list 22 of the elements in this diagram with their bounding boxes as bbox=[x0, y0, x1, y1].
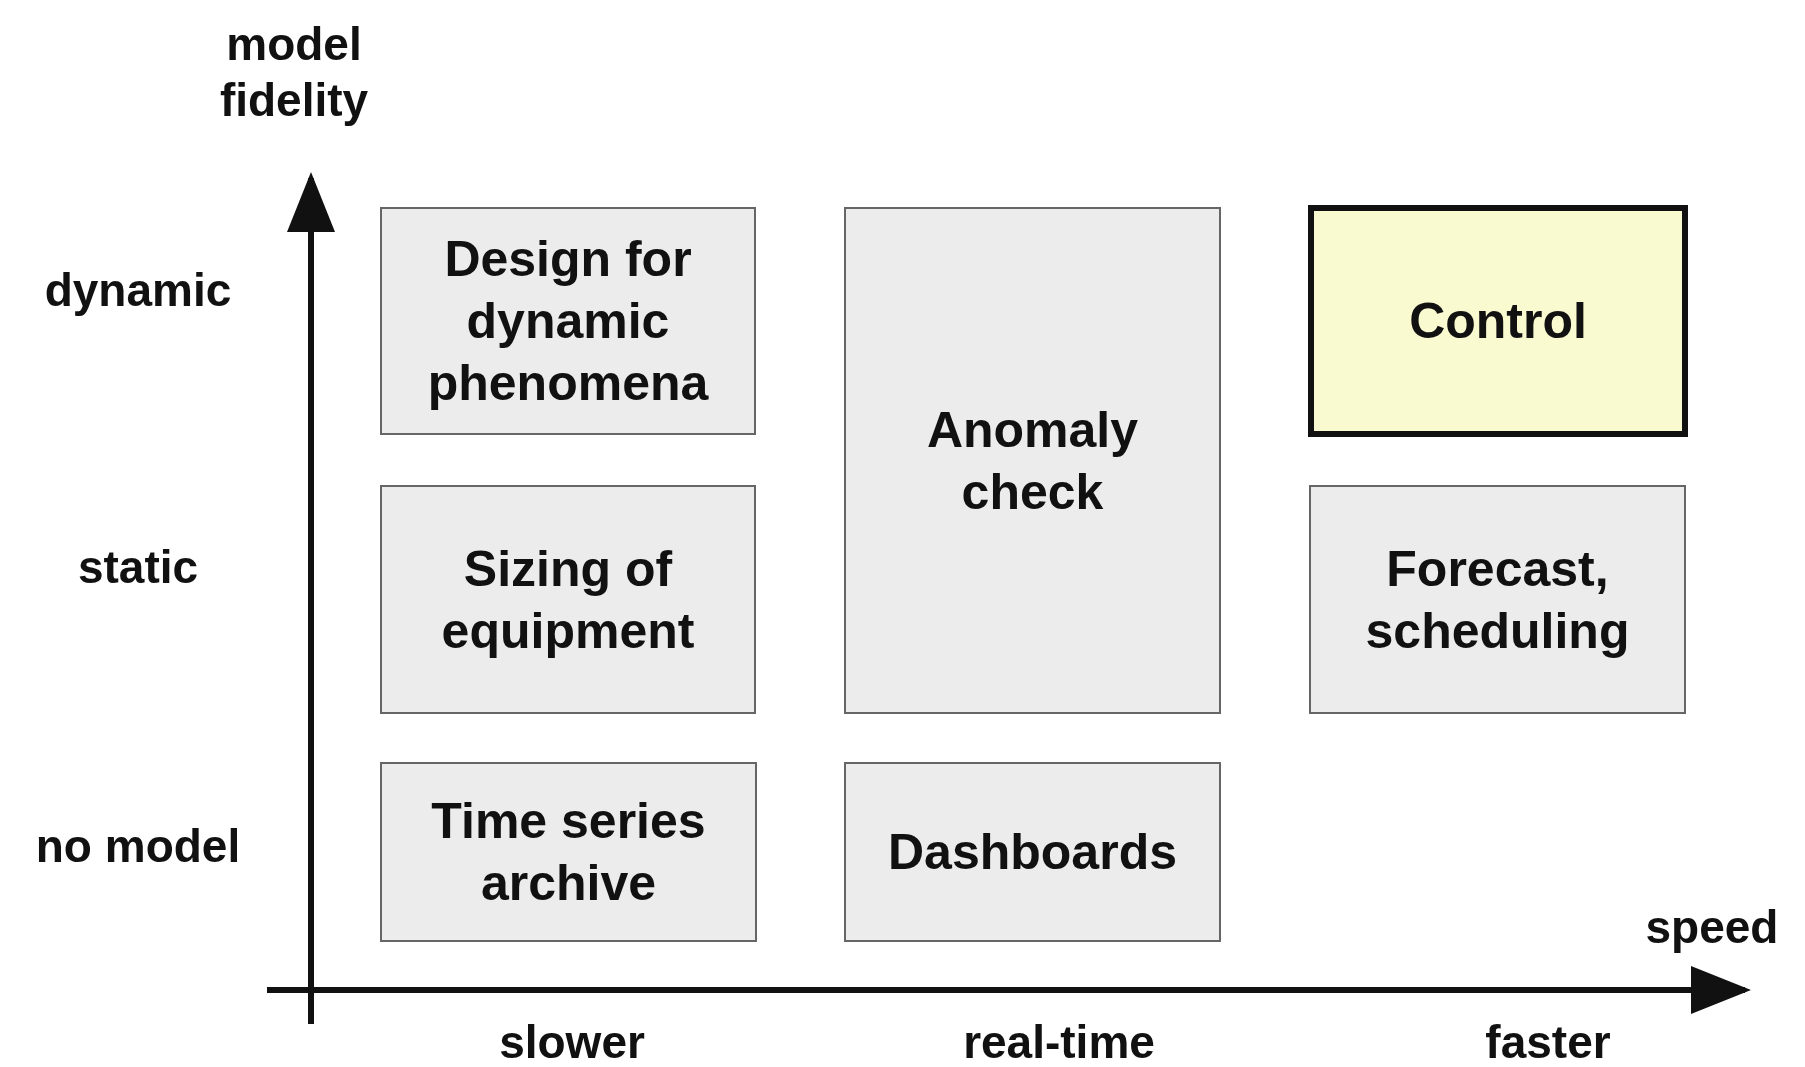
task-box bbox=[844, 207, 1221, 714]
task-label: Anomaly check bbox=[926, 401, 1139, 520]
axis-level-label: dynamic bbox=[44, 263, 232, 318]
axis-level-label: no model bbox=[35, 819, 241, 874]
task-box bbox=[1309, 485, 1686, 714]
task-box bbox=[380, 762, 757, 942]
axis-level-label: slower bbox=[499, 1015, 645, 1067]
axis-level-label: faster bbox=[1485, 1015, 1611, 1067]
axis-level-label: real-time bbox=[963, 1015, 1155, 1067]
axis-title: model fidelity bbox=[218, 17, 370, 128]
task-box bbox=[1308, 205, 1688, 437]
task-label: Forecast, scheduling bbox=[1365, 540, 1630, 659]
task-label: Dashboards bbox=[888, 824, 1177, 880]
task-box bbox=[380, 485, 756, 714]
task-label: Design for dynamic phenomena bbox=[427, 231, 709, 411]
task-label: Time series archive bbox=[431, 793, 706, 911]
task-box bbox=[380, 207, 756, 435]
axis-level-label: static bbox=[77, 540, 199, 595]
task-label: Sizing of equipment bbox=[441, 540, 695, 659]
task-label: Control bbox=[1409, 293, 1587, 349]
axis-title: speed bbox=[1645, 900, 1779, 955]
task-box bbox=[844, 762, 1221, 942]
